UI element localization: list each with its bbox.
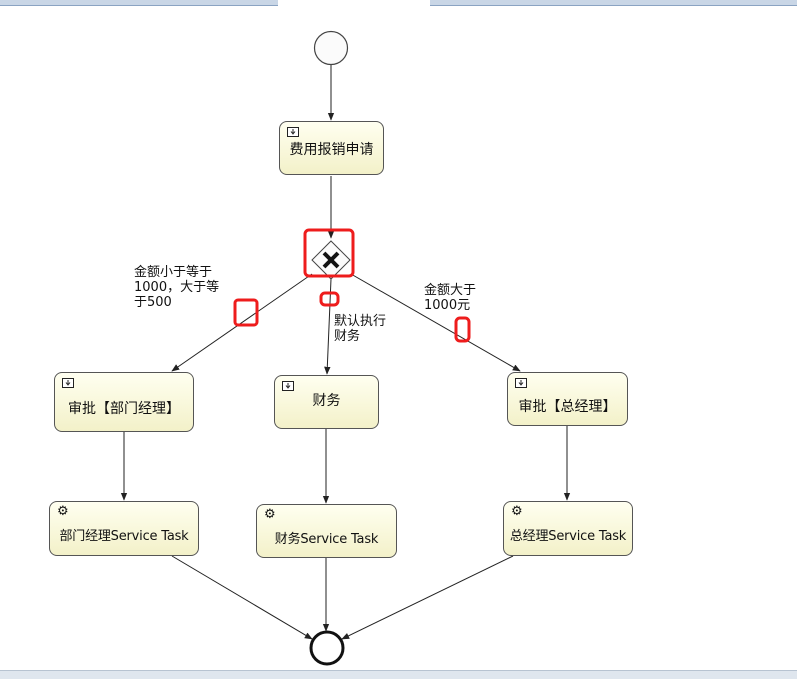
task-gm-approve[interactable]: 审批【总经理】 [507,372,628,426]
start-event[interactable] [313,30,349,66]
middle-flow-condition-label: 默认执行 财务 [334,314,387,344]
end-event[interactable] [309,630,345,666]
x-mark-icon [322,251,340,269]
gateway-selection-highlight [303,228,355,278]
task-apply-expense[interactable]: 费用报销申请 [279,121,384,175]
task-label: 总经理Service Task [509,529,627,544]
middle-flow-selection-handle[interactable] [319,291,340,307]
gear-icon: ⚙ [264,507,276,522]
service-task-finance[interactable]: ⚙ 财务Service Task [256,504,397,558]
right-flow-condition-label: 金额大于 1000元 [424,283,477,313]
editor-tab-strip-right [430,0,797,6]
gear-icon: ⚙ [511,504,523,519]
flow-dept-service-to-end[interactable] [171,555,313,640]
user-task-icon [62,378,74,388]
task-label: 审批【总经理】 [518,399,617,415]
service-task-dept-manager[interactable]: ⚙ 部门经理Service Task [49,501,199,556]
left-flow-condition-label: 金额小于等于 1000，大于等 于500 [134,265,220,310]
task-label: 费用报销申请 [289,142,374,158]
flow-gateway-to-dept-approve[interactable] [171,273,313,372]
left-flow-selection-handle[interactable] [233,298,259,327]
flow-gateway-to-finance[interactable] [324,278,332,375]
task-finance[interactable]: 财务 [274,375,379,429]
exclusive-gateway[interactable] [311,240,351,280]
flow-gateway-to-gm-approve[interactable] [350,273,521,372]
service-task-gm[interactable]: ⚙ 总经理Service Task [503,501,633,556]
user-task-icon [282,381,294,391]
right-flow-selection-handle[interactable] [454,316,471,343]
task-dept-manager-approve[interactable]: 审批【部门经理】 [54,372,194,432]
user-task-icon [287,127,299,137]
task-label: 财务Service Task [274,531,379,547]
flow-gm-service-to-end[interactable] [341,555,514,640]
task-label: 审批【部门经理】 [68,401,180,417]
editor-tab-strip-left [0,0,278,6]
editor-bottom-bar [0,670,797,679]
task-label: 部门经理Service Task [59,529,189,544]
gear-icon: ⚙ [57,504,69,519]
task-label: 财务 [312,393,341,409]
user-task-icon [515,378,527,388]
